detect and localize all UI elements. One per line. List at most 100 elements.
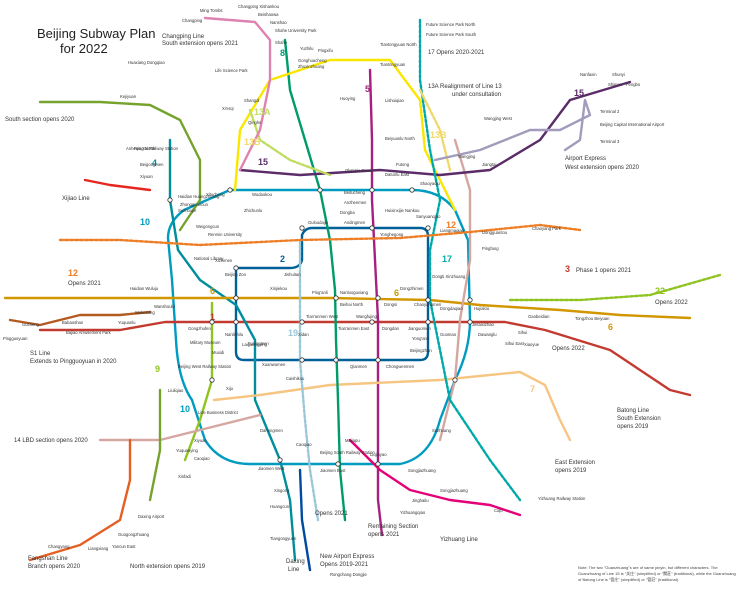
line-15 — [238, 80, 632, 177]
station-label: Fuxingmen — [248, 341, 269, 346]
label-batong: Batong Line — [617, 408, 650, 414]
station-label: Liujiayao — [370, 452, 387, 457]
line-number-4: 4 — [152, 158, 157, 168]
line-10 — [166, 188, 472, 466]
label-batong-2: South Extension — [617, 416, 661, 422]
label-l7-east-2: opens 2019 — [555, 468, 587, 474]
footnote-line1: Note: The two "Guanzhuang"s are of same … — [578, 565, 718, 570]
line-number-8: 8 — [280, 48, 285, 58]
station-labels: Ming Tombs Changping Xishankou Beishaowa… — [3, 4, 665, 577]
station-label: Tian'anmen West — [306, 314, 339, 319]
label-l16-south: South section opens 2020 — [5, 117, 75, 123]
station-label: Ming Tombs — [200, 8, 223, 13]
station-label: Songjiazhuang — [408, 468, 436, 473]
station-label: Tongzhou Beiyuan — [575, 316, 610, 321]
station-label: Anheqiao North — [126, 146, 156, 151]
station-label: Wudaokou — [252, 192, 273, 197]
station-label: Yizhuang Railway Station — [538, 496, 586, 501]
station-label: Yuquanying — [176, 448, 199, 453]
station-label: Wangjing — [458, 154, 476, 159]
line-number-6-far: 6 — [608, 322, 613, 332]
line-number-1: 1 — [210, 312, 215, 322]
label-l12-opens: Opens 2021 — [68, 281, 101, 287]
s1-line — [8, 310, 152, 327]
station-label: Songjiazhuang — [440, 488, 468, 493]
station-label: Guloudajie — [308, 220, 329, 225]
line-number-15: 15 — [258, 157, 268, 167]
changping-line — [203, 16, 272, 172]
line-19 — [298, 238, 320, 522]
station-label: Xitucheng — [206, 192, 225, 197]
station-label: Yong'anli — [412, 336, 429, 341]
station-label: Haidian Huangzhuang — [178, 194, 220, 199]
station-label: Gongzhufen — [188, 326, 211, 331]
station-label: Futong — [396, 162, 410, 167]
station-label: Olympic Green — [345, 168, 374, 173]
station-label: Fengbo — [626, 82, 641, 87]
line-number-12-west: 12 — [68, 268, 78, 278]
station-label: Jiangtai — [482, 162, 497, 167]
line-16 — [38, 100, 202, 502]
label-l14: 14 LBD section opens 2020 — [14, 438, 88, 444]
airport-express — [433, 98, 592, 162]
station-label: Jianguomen — [408, 326, 431, 331]
label-l19: Opens 2021 — [315, 511, 348, 517]
line-13a — [248, 108, 332, 177]
station-label: Kejiyuan — [120, 94, 137, 99]
line-number-3: 3 — [565, 264, 570, 274]
label-yizhuang: Yizhuang Line — [440, 537, 478, 543]
station-label: Yonghegong — [380, 232, 404, 237]
station-label: Beiyuanlu North — [385, 136, 415, 141]
label-daxing: Daxing — [286, 559, 305, 565]
footnote-line3: of Batong Line is "管庄" (simplified) or "… — [578, 576, 679, 582]
line-number-5: 5 — [365, 84, 370, 94]
station-label: Dongsi — [384, 302, 397, 307]
station-label: Life Science Park — [215, 68, 248, 73]
line-number-13a: 13A — [254, 107, 271, 117]
station-label: Datunlu East — [385, 172, 410, 177]
label-airport-express: Airport Express — [565, 156, 606, 162]
station-label: Dongguantou — [482, 230, 508, 235]
station-label: Babaoshan — [62, 320, 84, 325]
station-label: Lize Business District — [198, 410, 239, 415]
station-label: Shahe — [275, 40, 288, 45]
line-number-10: 10 — [140, 217, 150, 227]
station-label: Wangfujing — [356, 314, 377, 319]
station-label: Majiapu — [345, 438, 360, 443]
station-label: Muxidi — [212, 350, 224, 355]
line-number-7: 7 — [530, 384, 535, 394]
station-label: Huoying — [340, 96, 356, 101]
station-label: Huixinxijie Nankou — [385, 208, 420, 213]
line-number-9: 9 — [155, 364, 160, 374]
station-label: Xiju — [226, 386, 234, 391]
yizhuang-line — [348, 438, 522, 517]
station-label: Shimen — [608, 82, 623, 87]
footnote-line2: Guanzhuang of Line 15 is "关庄" (simplifie… — [578, 570, 736, 576]
station-label: Xuanwumen — [262, 362, 286, 367]
station-label: Changping — [182, 18, 203, 23]
station-label: Beijing Capital International Airport — [600, 122, 665, 127]
station-label: Yuzhilu — [300, 46, 314, 51]
map-title-line1: Beijing Subway Plan — [37, 26, 156, 41]
station-label: Nanlishilu — [225, 332, 244, 337]
station-label: Chongwenmen — [386, 364, 415, 369]
station-label: Dongdan — [382, 326, 400, 331]
line-number-19: 19 — [288, 328, 298, 338]
station-label: Lishuiqiao — [385, 98, 405, 103]
label-new-airport: New Airport Express — [320, 554, 374, 560]
station-label: Liangxiang — [88, 546, 109, 551]
label-phase1: Phase 1 opens 2021 — [576, 268, 632, 274]
station-label: Gaobeidian — [528, 314, 550, 319]
station-label: Xiyuan — [140, 174, 153, 179]
label-l22-opens: Opens 2022 — [655, 300, 688, 306]
station-label: Yuquanlu — [118, 320, 136, 325]
station-label: Beitucheng — [344, 190, 366, 195]
station-label: Qinghe — [248, 120, 262, 125]
station-label: Renmin University — [208, 232, 243, 237]
line-number-2: 2 — [280, 254, 285, 264]
station-label: Anzhenmen — [344, 200, 367, 205]
station-label: Dongdaqiao — [440, 306, 463, 311]
station-label: Gongti Xinzhuang — [432, 274, 466, 279]
station-label: Beijing South Railway Station — [320, 450, 375, 455]
